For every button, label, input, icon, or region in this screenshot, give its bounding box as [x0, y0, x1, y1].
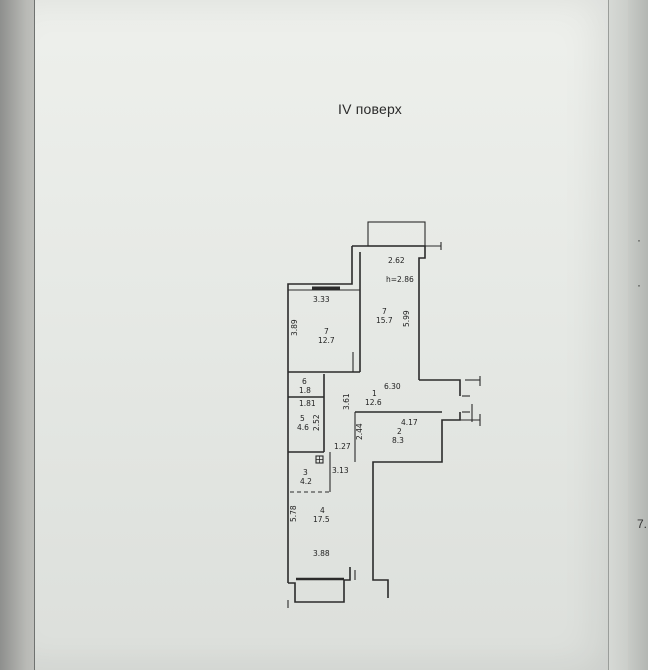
dimension-label: 3.88: [313, 549, 330, 558]
room-area: 4.6: [297, 423, 309, 432]
room-area: 8.3: [392, 436, 404, 445]
dimension-label: 1.81: [299, 399, 316, 408]
room-number: 5: [300, 414, 305, 423]
room-number: 7: [382, 307, 387, 316]
room-number: 3: [303, 468, 308, 477]
dimension-label: 5.99: [402, 310, 411, 327]
next-page-edge-outer: [628, 0, 648, 670]
edge-tick: ·: [637, 278, 641, 292]
room-area: 15.7: [376, 316, 393, 325]
room-number: 1: [372, 389, 377, 398]
document-page: [34, 0, 629, 670]
room-area: 12.6: [365, 398, 382, 407]
dimension-label: 4.17: [401, 418, 418, 427]
wall-right-lower: [372, 412, 461, 598]
dimension-labels: 2.62 h=2.86 3.33 5.99 3.89 6.30 1.81 3.6…: [289, 256, 418, 558]
dimension-label: 5.78: [289, 505, 298, 522]
room-number: 4: [320, 506, 325, 515]
wall-corridor-right: [419, 379, 461, 396]
dimension-label: 2.62: [388, 256, 405, 265]
room-area: 12.7: [318, 336, 335, 345]
ceiling-height-label: h=2.86: [386, 275, 414, 284]
room-number: 7: [324, 327, 329, 336]
wall-left: [287, 246, 353, 583]
room-area: 4.2: [300, 477, 312, 486]
floor-heading: IV поверх: [338, 101, 402, 117]
room-number: 6: [302, 377, 307, 386]
dimension-label: 6.30: [384, 382, 401, 391]
dimension-label: 1.27: [334, 442, 351, 451]
dimension-label: 2.52: [312, 414, 321, 431]
wall-bottom: [288, 567, 351, 603]
dimension-label: 3.89: [290, 319, 299, 336]
edge-tick: ·: [637, 233, 641, 247]
room-labels: 7 15.7 7 12.7 6 1.8 1 12.6 5 4.6 2 8.3 3…: [297, 307, 404, 524]
wall-right-upper: [352, 245, 426, 380]
edge-mark-text: 7.: [637, 517, 648, 531]
room-number: 2: [397, 427, 402, 436]
room-area: 1.8: [299, 386, 311, 395]
plan-details: [287, 286, 481, 608]
balcony-top: [367, 221, 426, 247]
plan-walls: [287, 221, 461, 603]
dimension-label: 3.33: [313, 295, 330, 304]
dimension-label: 2.44: [355, 423, 364, 440]
dimension-label: 3.61: [342, 393, 351, 410]
room-area: 17.5: [313, 515, 330, 524]
dimension-label: 3.13: [332, 466, 349, 475]
